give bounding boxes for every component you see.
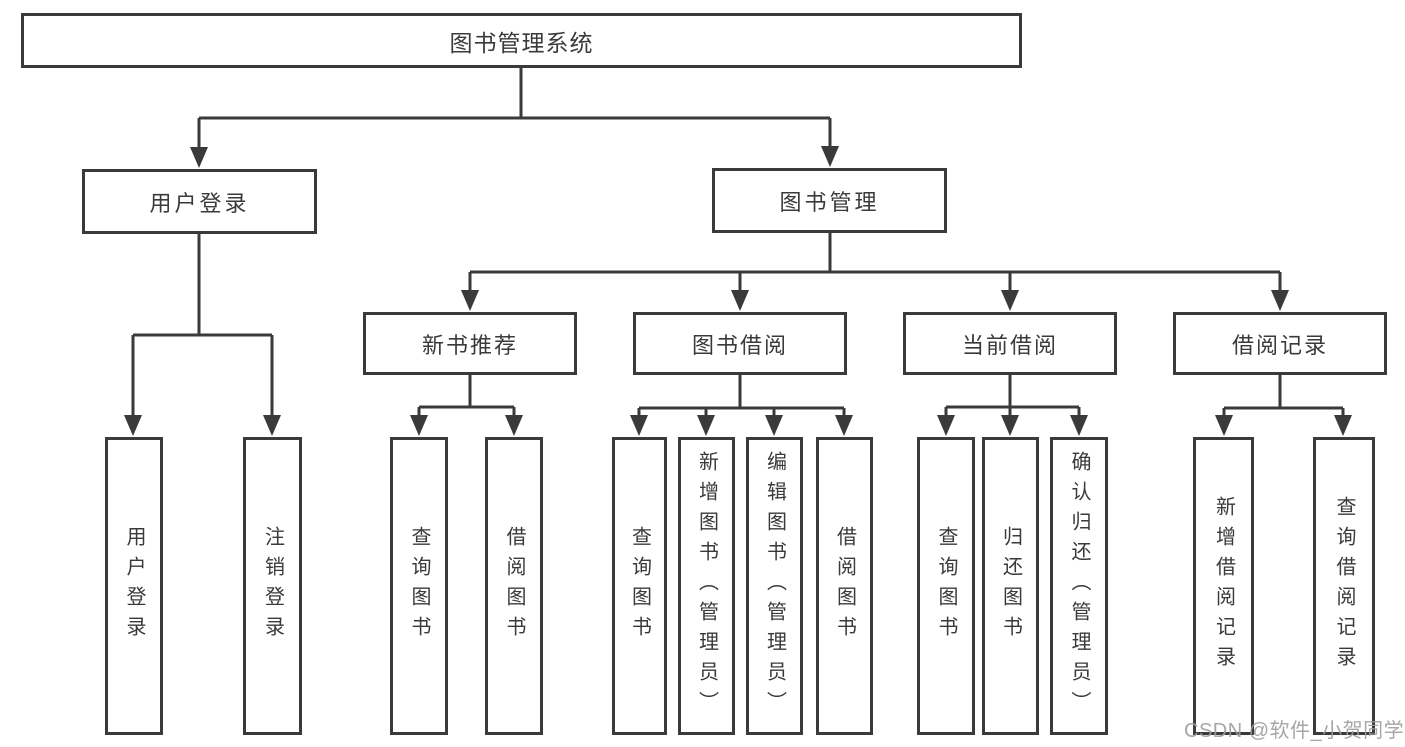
leaf-query-books-1: 查询图书 (390, 437, 448, 735)
node-borrow-records: 借阅记录 (1173, 312, 1387, 375)
leaf-add-borrow-record: 新增借阅记录 (1193, 437, 1254, 735)
leaf-label: 借阅图书 (503, 526, 525, 646)
leaf-query-books-3: 查询图书 (917, 437, 975, 735)
leaf-label: 借阅图书 (833, 526, 856, 646)
leaf-logout: 注销登录 (243, 437, 302, 735)
leaf-label: 确认归还（管理员） (1068, 451, 1090, 721)
leaf-confirm-return-admin: 确认归还（管理员） (1050, 437, 1108, 735)
leaf-label: 新增借阅记录 (1212, 496, 1235, 676)
node-book-management: 图书管理 (712, 168, 947, 233)
node-library-system: 图书管理系统 (21, 13, 1022, 68)
leaf-edit-book-admin: 编辑图书（管理员） (746, 437, 803, 735)
node-user-login: 用户登录 (82, 169, 317, 234)
leaf-user-login: 用户登录 (105, 437, 163, 735)
leaf-query-borrow-record: 查询借阅记录 (1313, 437, 1375, 735)
leaf-label: 新增图书（管理员） (695, 451, 718, 721)
watermark: CSDN @软件_小贺同学 (1184, 720, 1405, 742)
leaf-return-book: 归还图书 (982, 437, 1039, 735)
node-book-borrow: 图书借阅 (633, 312, 847, 375)
leaf-label: 归还图书 (999, 526, 1022, 646)
leaf-borrow-books-2: 借阅图书 (816, 437, 873, 735)
leaf-label: 查询图书 (628, 526, 651, 646)
leaf-label: 注销登录 (261, 526, 284, 646)
leaf-label: 查询图书 (408, 526, 430, 646)
leaf-label: 用户登录 (123, 526, 145, 646)
leaf-borrow-books-1: 借阅图书 (485, 437, 543, 735)
leaf-label: 查询借阅记录 (1333, 496, 1355, 676)
node-current-borrow: 当前借阅 (903, 312, 1117, 375)
leaf-label: 编辑图书（管理员） (763, 451, 786, 721)
leaf-add-book-admin: 新增图书（管理员） (678, 437, 735, 735)
leaf-label: 查询图书 (935, 526, 957, 646)
leaf-query-books-2: 查询图书 (612, 437, 667, 735)
node-new-book-recommend: 新书推荐 (363, 312, 577, 375)
